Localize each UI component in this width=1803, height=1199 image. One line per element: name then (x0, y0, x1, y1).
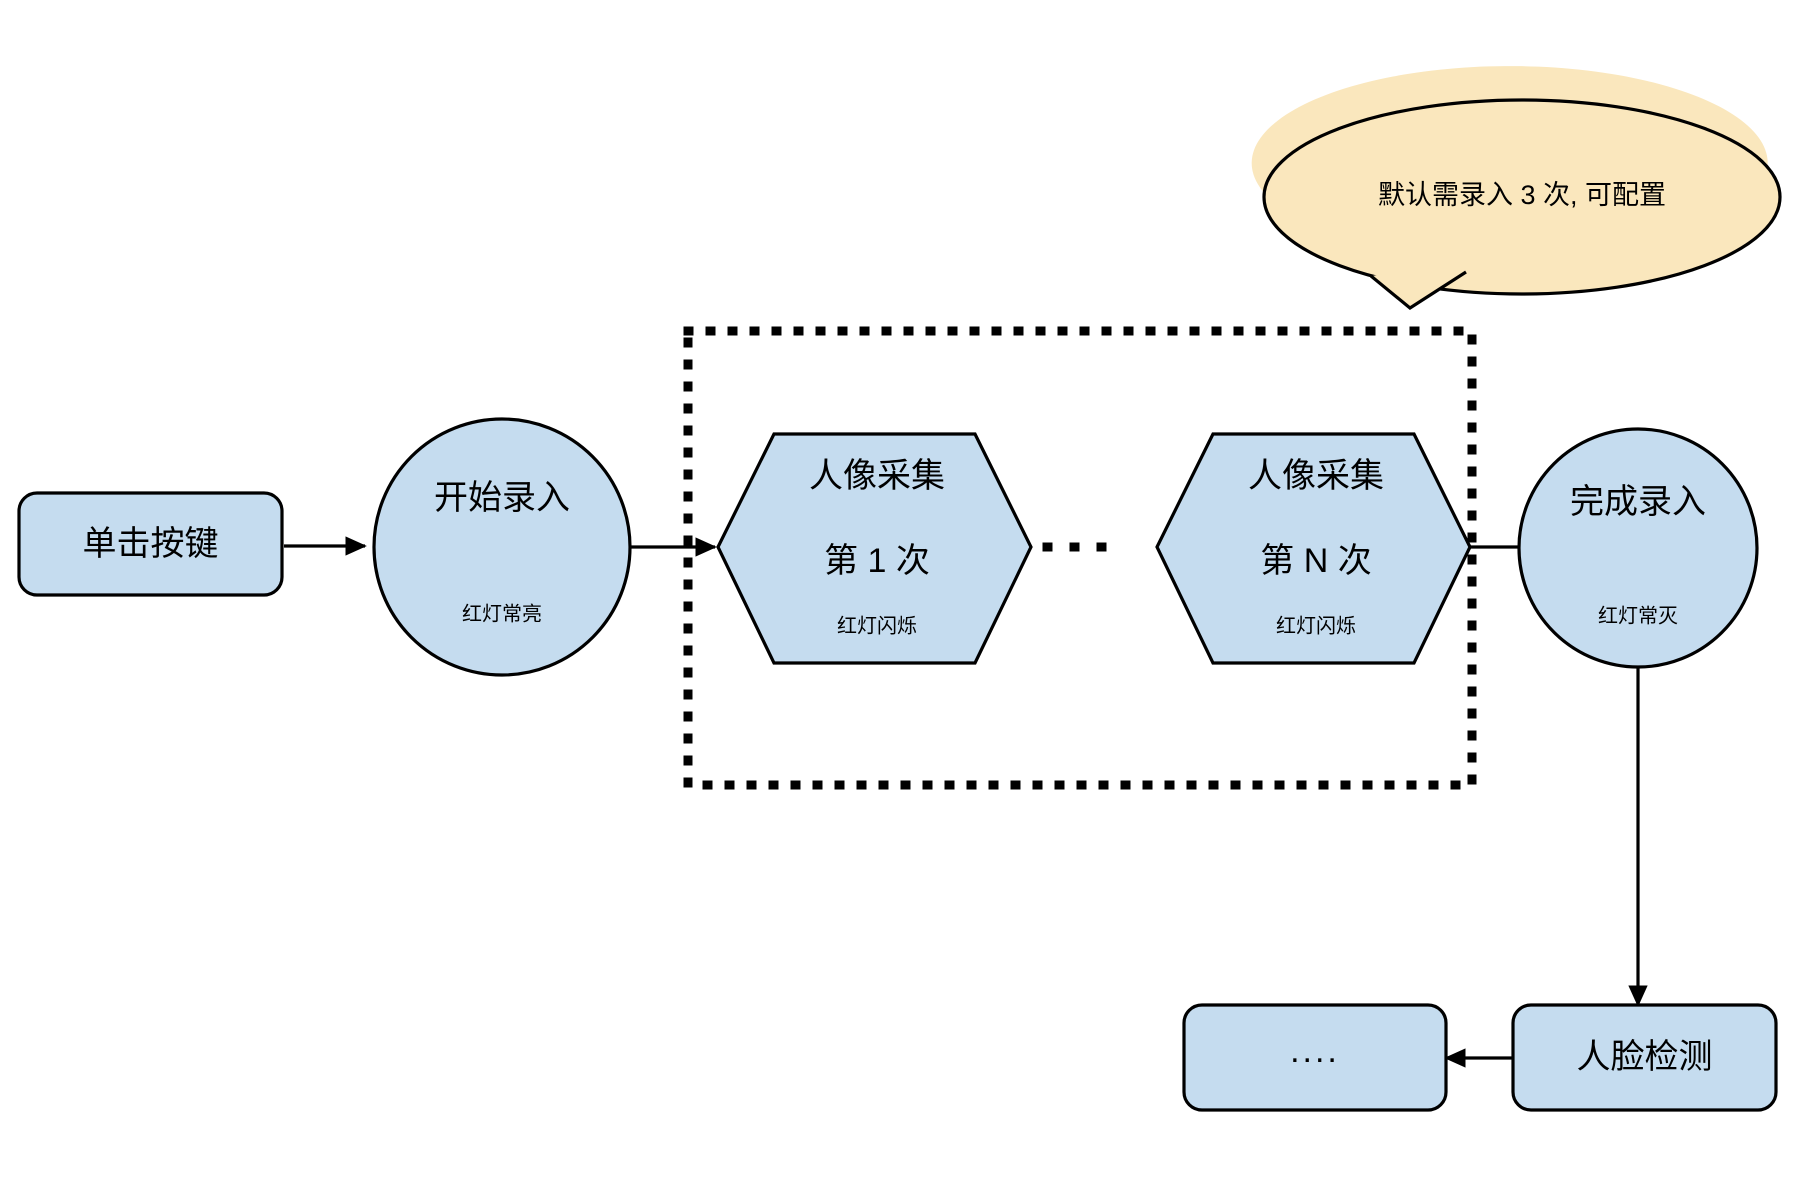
node-capture-first-label-line2: 第 1 次 (824, 542, 930, 580)
node-more-steps[interactable]: .... (1182, 1003, 1448, 1112)
node-start-enroll-sublabel: 红灯常亮 (462, 602, 542, 625)
node-capture-first-sublabel: 红灯闪烁 (837, 614, 917, 637)
capture-loop-group-border (683, 326, 1477, 790)
node-face-detect[interactable]: 人脸检测 (1511, 1003, 1778, 1112)
node-start-enroll-label: 开始录入 (434, 479, 570, 517)
node-finish-enroll[interactable]: 完成录入 红灯常灭 (1517, 427, 1759, 669)
node-capture-nth[interactable]: 人像采集 第 N 次 红灯闪烁 (1155, 432, 1472, 665)
node-capture-first-label-line1: 人像采集 (809, 457, 945, 495)
node-click-button-label: 单击按键 (83, 525, 219, 563)
node-click-button[interactable]: 单击按键 (17, 491, 284, 597)
node-capture-nth-label-line2: 第 N 次 (1260, 542, 1371, 580)
node-capture-nth-sublabel: 红灯闪烁 (1276, 614, 1356, 637)
node-finish-enroll-sublabel: 红灯常灭 (1598, 604, 1678, 627)
node-finish-enroll-label: 完成录入 (1570, 483, 1706, 521)
node-face-detect-label: 人脸检测 (1577, 1038, 1713, 1076)
callout-text: 默认需录入 3 次, 可配置 (1378, 180, 1666, 210)
node-start-enroll[interactable]: 开始录入 红灯常亮 (372, 417, 632, 677)
node-capture-first[interactable]: 人像采集 第 1 次 红灯闪烁 (716, 432, 1033, 665)
node-more-steps-label: .... (1290, 1032, 1340, 1070)
node-capture-nth-label-line1: 人像采集 (1248, 457, 1384, 495)
callout-bubble[interactable]: 默认需录入 3 次, 可配置 (1251, 66, 1782, 310)
